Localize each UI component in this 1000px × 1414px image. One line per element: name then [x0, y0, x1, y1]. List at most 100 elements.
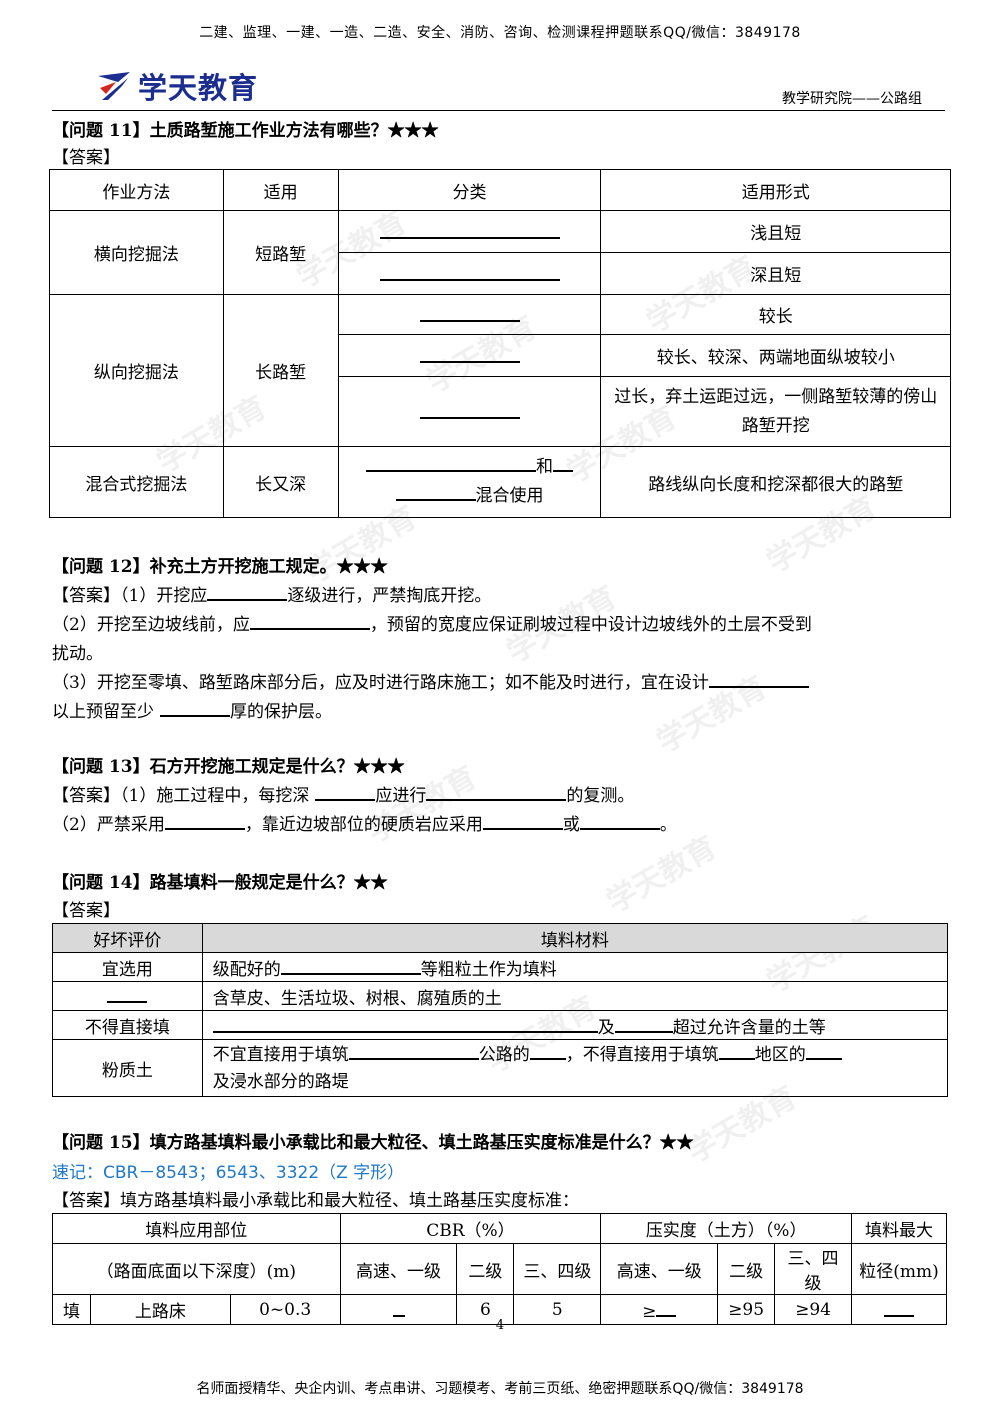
blank-cell [337, 334, 602, 377]
fill-blank [718, 1041, 755, 1060]
table-cell: 长又深 [222, 446, 339, 518]
fill-blank [160, 698, 230, 717]
text-fragment: 级配好的 [212, 959, 281, 980]
text-fragment: 或 [562, 815, 580, 835]
table-cell: 级配好的 等粗粒土作为填料 [201, 952, 949, 982]
table-header: 填料最大 [851, 1213, 947, 1244]
fill-blank [107, 984, 148, 1003]
table-header: 填料材料 [201, 923, 949, 953]
text-fragment: ，不得直接用于填筑 [565, 1044, 719, 1065]
table-cell: 5 [513, 1294, 602, 1325]
fill-blank [579, 811, 660, 830]
table-cell: 0~0.3 [229, 1294, 341, 1325]
answer-intro: 【答案】填方路基填料最小承载比和最大粒径、填土路基压实度标准： [52, 1191, 579, 1211]
fill-blank [708, 669, 809, 688]
q15-table: 填料应用部位 CBR（%） 压实度（土方）（%） 填料最大 （路面底面以下深度）… [52, 1213, 947, 1325]
question-13-title: 【问题 13】石方开挖施工规定是什么？★★★ [52, 757, 405, 777]
fill-blank [419, 344, 520, 363]
blank-cell [337, 210, 602, 253]
table-cell: 纵向挖掘法 [49, 294, 224, 447]
table-header: 高速、一级 [600, 1243, 719, 1295]
table-cell: 较长、较深、两端地面纵坡较小 [600, 334, 951, 377]
table-cell: 长路堑 [222, 294, 339, 447]
text-line: （2）严禁采用，靠近边坡部位的硬质岩应采用或。 [52, 810, 677, 835]
text-fragment: 及浸水部分的路堤 [212, 1071, 349, 1092]
text-fragment: 以上预留至少 [52, 702, 154, 722]
fill-blank [419, 400, 520, 419]
table-cell: 及超过允许含量的土等 [201, 1010, 949, 1040]
table-header: 三、四级 [513, 1243, 602, 1295]
table-cell: 横向挖掘法 [49, 210, 224, 295]
table-header: 二级 [456, 1243, 515, 1295]
table-header: 作业方法 [49, 169, 224, 211]
fill-blank [426, 782, 567, 801]
question-11-title: 【问题 11】土质路堑施工作业方法有哪些？★★★ [52, 121, 439, 141]
fill-blank [419, 303, 520, 322]
text-fragment: 等粗粒土作为填料 [420, 959, 557, 980]
fill-blank [395, 482, 476, 501]
table-cell: 过长，弃土运距过远，一侧路堑较薄的傍山路堑开挖 [600, 376, 951, 447]
fill-blank [280, 956, 421, 975]
fill-blank [379, 220, 560, 239]
q14-table: 好坏评价 填料材料 宜选用 级配好的等粗粒土作为填料 含草皮、生活垃圾、树根、腐… [52, 923, 949, 1097]
table-cell: 混合式挖掘法 [49, 446, 224, 518]
table-header: 适用 [222, 169, 339, 211]
footer-promo: 名师面授精华、央企内训、考点串讲、习题模考、考前三页纸、绝密押题联系QQ/微信：… [196, 1381, 804, 1397]
table-header: 填料应用部位 [52, 1213, 341, 1244]
table-cell: 较长 [600, 294, 951, 335]
text-fragment: （2）严禁采用 [52, 815, 165, 835]
table-header: CBR（%） [339, 1213, 602, 1244]
fill-blank [207, 582, 288, 601]
text-line: 【答案】（1）开挖应逐级进行，严禁掏底开挖。 [52, 581, 491, 606]
blank-cell [337, 294, 602, 335]
text-fragment: 逐级进行，严禁掏底开挖。 [287, 586, 492, 606]
fill-blank [884, 1298, 914, 1317]
answer-label: 【答案】 [52, 148, 120, 168]
text-line: 扰动。 [52, 644, 103, 664]
fill-blank [212, 1014, 598, 1033]
table-header: 三、四级 [774, 1243, 853, 1295]
text-line: （2）开挖至边坡线前，应，预留的宽度应保证刷坡过程中设计边坡线外的土层不受到 [52, 610, 812, 635]
fill-blank [249, 611, 370, 630]
blank-cell [339, 1294, 458, 1325]
table-header: 分类 [337, 169, 602, 211]
fill-blank [366, 453, 537, 472]
fill-blank [529, 1041, 566, 1060]
table-cell: 上路床 [89, 1294, 231, 1325]
table-cell: 6 [456, 1294, 515, 1325]
fill-blank [805, 1041, 842, 1060]
text-line: （3）开挖至零填、路堑路床部分后，应及时进行路床施工；如不能及时进行，宜在设计 [52, 668, 809, 693]
fill-blank [482, 811, 563, 830]
text-fragment: ，靠近边坡部位的硬质岩应采用 [244, 815, 483, 835]
table-cell: 宜选用 [52, 952, 203, 982]
cell-text: 和 [536, 457, 554, 477]
answer-label: 【答案】 [52, 901, 120, 921]
text-fragment: ≥ [642, 1301, 657, 1322]
text-fragment: （3）开挖至零填、路堑路床部分后，应及时进行路床施工；如不能及时进行，宜在设计 [52, 673, 709, 693]
logo-text: 学天教育 [138, 71, 259, 105]
text-fragment: 【答案】（1）施工过程中，每挖深 [52, 786, 310, 806]
fill-blank [553, 453, 574, 472]
table-cell: 不得直接填 [52, 1010, 203, 1040]
text-fragment: 应进行 [375, 786, 427, 806]
page-number: 4 [495, 1318, 505, 1333]
text-fragment: 厚的保护层。 [230, 702, 332, 722]
fill-blank [315, 782, 376, 801]
blank-cell [52, 981, 203, 1011]
blank-cell [337, 252, 602, 295]
text-fragment: 公路的 [478, 1044, 530, 1065]
text-line: 【答案】（1）施工过程中，每挖深应进行的复测。 [52, 781, 634, 806]
table-cell: 路线纵向长度和挖深都很大的路堑 [600, 446, 951, 518]
table-header: 压实度（土方）（%） [600, 1213, 853, 1244]
blank-cell [851, 1294, 947, 1325]
text-fragment: 超过允许含量的土等 [672, 1017, 826, 1038]
q11-table: 作业方法 适用 分类 适用形式 横向挖掘法 短路堑 浅且短 深且短 纵向挖掘法 … [49, 169, 951, 518]
table-cell: 浅且短 [600, 210, 951, 253]
logo: 学天教育 [96, 66, 258, 106]
fill-blank [164, 811, 245, 830]
table-header: 粒径(mm) [851, 1243, 947, 1295]
question-12-title: 【问题 12】补充土方开挖施工规定。★★★ [52, 557, 388, 577]
fill-blank [379, 262, 560, 281]
header-promo: 二建、监理、一建、一造、二造、安全、消防、咨询、检测课程押题联系QQ/微信：38… [199, 25, 801, 41]
table-header: 二级 [717, 1243, 776, 1295]
